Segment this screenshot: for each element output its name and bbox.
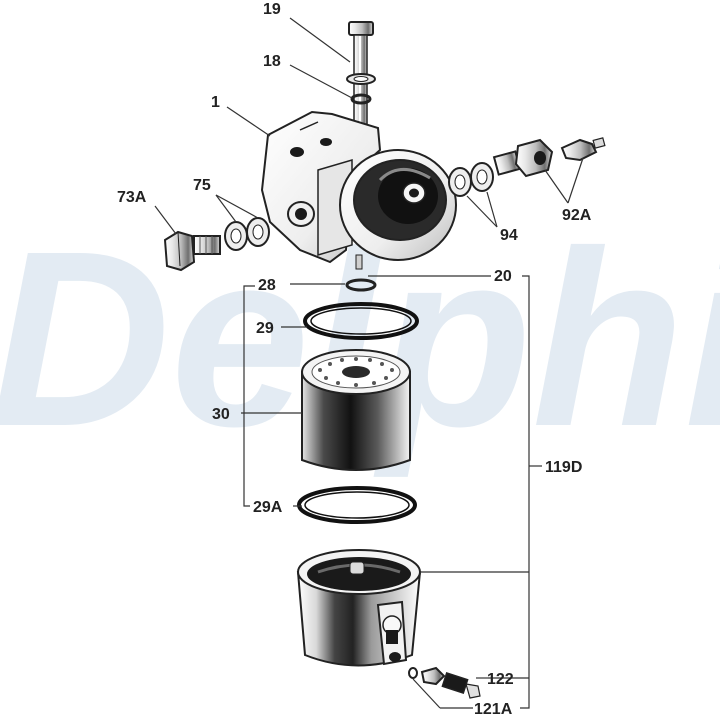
part-1-filter-head [260, 110, 457, 270]
label-75: 75 [193, 177, 211, 194]
part-28-o-ring [345, 278, 377, 292]
label-121a: 121A [474, 701, 513, 718]
label-29: 29 [256, 320, 274, 337]
leader-lines [154, 17, 584, 709]
part-94-washers [448, 162, 494, 197]
part-121a-o-ring [408, 667, 418, 679]
label-94: 94 [500, 227, 518, 244]
label-18: 18 [263, 53, 281, 70]
label-20: 20 [494, 268, 512, 285]
label-19: 19 [263, 1, 281, 18]
label-119d: 119D [545, 459, 582, 476]
label-73a: 73A [117, 189, 147, 206]
part-29a-seal-ring [297, 486, 417, 524]
part-18-washer [346, 73, 376, 105]
part-29-seal-ring [303, 302, 419, 340]
label-92a: 92A [562, 207, 592, 224]
label-29a: 29A [253, 499, 283, 516]
filter-bowl [296, 549, 422, 667]
part-75-washers [224, 217, 270, 251]
part-92a-fittings [492, 137, 606, 178]
label-28: 28 [258, 277, 276, 294]
part-122-drain-plug [420, 666, 481, 699]
part-30-filter-element [301, 349, 411, 471]
part-73a-banjo-bolt [163, 230, 221, 272]
label-30: 30 [212, 406, 230, 423]
label-122: 122 [487, 671, 514, 688]
label-1: 1 [211, 94, 220, 111]
